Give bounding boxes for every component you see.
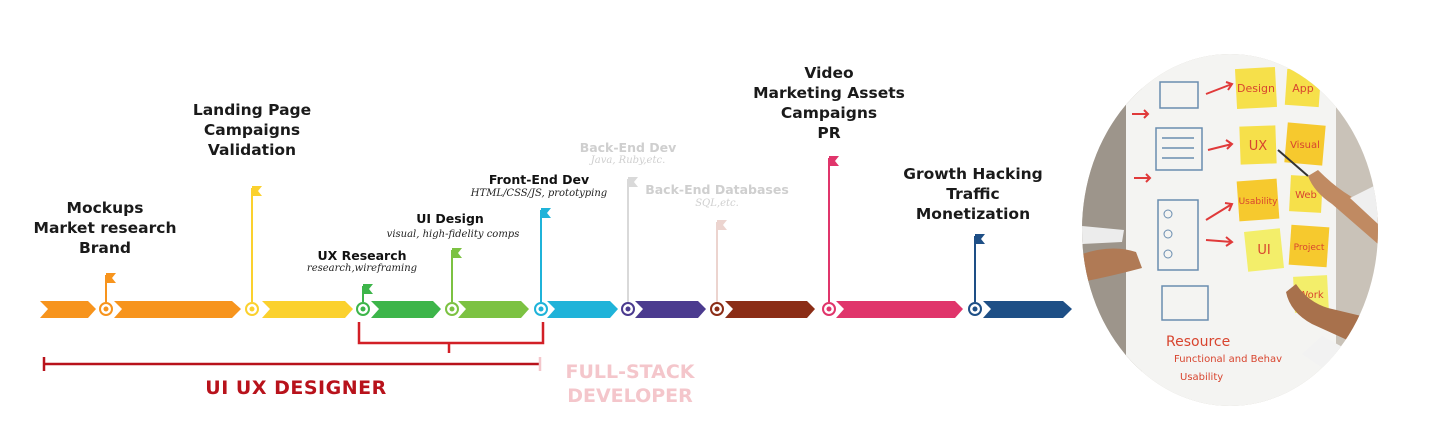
role-developer-line-1: FULL-STACK xyxy=(565,361,695,383)
svg-text:Visual: Visual xyxy=(1290,140,1320,151)
board-text-usability: Usability xyxy=(1180,372,1223,383)
label-mockups-line-3: Brand xyxy=(78,239,132,257)
label-landing-line-2: Campaigns xyxy=(203,121,301,139)
label-frontend-title: Front-End Dev xyxy=(488,172,590,187)
label-mockups: Mockups Market research Brand xyxy=(34,198,177,258)
timeline-arrow-purple xyxy=(635,301,706,318)
label-landing-line-1: Landing Page xyxy=(192,101,312,119)
label-mockups-line-1: Mockups xyxy=(66,199,144,217)
svg-text:App: App xyxy=(1292,82,1314,95)
designer-bracket xyxy=(42,357,542,371)
label-video-line-3: Campaigns xyxy=(780,104,878,122)
role-designer: UI UX DESIGNER xyxy=(205,376,386,400)
label-ux-research-subtitle: research,wireframing xyxy=(306,263,418,274)
sticky-note-usability: Usability xyxy=(1236,178,1280,222)
svg-text:Project: Project xyxy=(1294,243,1325,253)
left-hand-shape xyxy=(1082,248,1142,282)
sticky-note-visual: Visual xyxy=(1284,122,1326,166)
right-hand-upper-shape xyxy=(1308,170,1378,244)
label-ui-design-title: UI Design xyxy=(416,211,484,226)
flag-mockups xyxy=(105,273,116,302)
board-text-functional: Functional and Behav xyxy=(1174,354,1282,365)
label-ux-research-title: UX Research xyxy=(317,248,407,263)
sticky-note-ux: UX xyxy=(1239,125,1277,165)
label-backend-title: Back-End Dev xyxy=(579,140,677,155)
svg-text:Design: Design xyxy=(1237,82,1275,95)
label-video-line-1: Video xyxy=(804,64,854,82)
flag-landing xyxy=(251,186,262,302)
sticky-note-project: Project xyxy=(1288,224,1330,268)
label-video-line-4: PR xyxy=(817,124,841,142)
label-mockups-line-2: Market research xyxy=(33,219,177,237)
label-growth-line-3: Monetization xyxy=(915,205,1031,223)
flag-backend xyxy=(627,177,638,302)
timeline-arrow-cyan xyxy=(547,301,618,318)
label-growth-line-2: Traffic xyxy=(946,185,1000,203)
board-text-resource: Resource xyxy=(1166,334,1230,350)
node-ui-design xyxy=(445,302,459,316)
sticky-note-design: Design xyxy=(1234,66,1278,110)
flag-ux-research xyxy=(362,284,373,302)
sticky-note-app: App xyxy=(1284,68,1322,108)
timeline-arrow-brown xyxy=(725,301,815,318)
label-databases-subtitle: SQL,etc. xyxy=(695,198,739,209)
timeline-arrow-navy xyxy=(983,301,1072,318)
flag-ui-design xyxy=(451,248,462,302)
label-frontend-subtitle: HTML/CSS/JS, prototyping xyxy=(470,188,608,199)
label-growth: Growth Hacking Traffic Monetization xyxy=(903,164,1043,224)
svg-text:Work: Work xyxy=(1298,290,1324,301)
timeline-arrow-yellow xyxy=(262,301,353,318)
team-whiteboard-photo: Design App UX Visual Usability Web UI P xyxy=(1082,54,1378,406)
role-developer-line-2: DEVELOPER xyxy=(567,385,693,407)
flag-frontend xyxy=(540,208,551,302)
sticky-note-ui: UI xyxy=(1244,228,1284,272)
node-growth xyxy=(968,302,982,316)
role-developer: FULL-STACK DEVELOPER xyxy=(565,360,694,408)
label-video: Video Marketing Assets Campaigns PR xyxy=(753,63,905,143)
label-ui-design-subtitle: visual, high-fidelity comps xyxy=(386,229,520,240)
svg-text:UX: UX xyxy=(1249,139,1268,154)
ux-bracket xyxy=(357,322,545,353)
label-backend-subtitle: Java, Ruby,etc. xyxy=(590,155,666,166)
label-growth-line-1: Growth Hacking xyxy=(903,165,1043,183)
label-video-line-2: Marketing Assets xyxy=(753,84,905,102)
node-video xyxy=(822,302,836,316)
role-designer-label: UI UX DESIGNER xyxy=(205,377,387,399)
timeline-arrow-orange-1 xyxy=(40,301,96,318)
timeline-arrow-orange-2 xyxy=(114,301,241,318)
node-backend xyxy=(621,302,635,316)
flag-growth xyxy=(974,234,985,302)
label-landing: Landing Page Campaigns Validation xyxy=(193,100,311,160)
flag-databases xyxy=(716,220,727,302)
node-mockups xyxy=(99,302,113,316)
svg-text:Usability: Usability xyxy=(1239,197,1279,207)
timeline-arrow-green xyxy=(371,301,441,318)
node-ux-research xyxy=(356,302,370,316)
timeline-arrow-pink xyxy=(836,301,963,318)
label-databases-title: Back-End Databases xyxy=(645,182,789,197)
timeline-arrow-lime xyxy=(458,301,529,318)
label-landing-line-3: Validation xyxy=(207,141,297,159)
flag-video xyxy=(828,156,839,302)
node-databases xyxy=(710,302,724,316)
node-frontend xyxy=(534,302,548,316)
node-landing xyxy=(245,302,259,316)
svg-text:UI: UI xyxy=(1257,243,1270,258)
svg-text:Web: Web xyxy=(1295,190,1317,201)
